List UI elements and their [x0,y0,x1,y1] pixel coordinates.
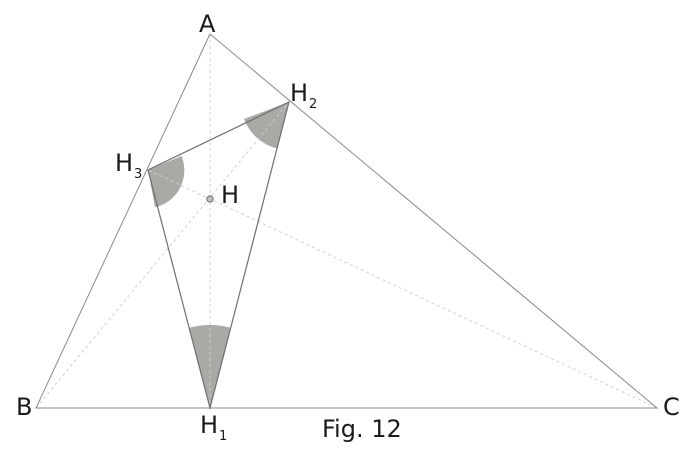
triangle-abc [35,33,659,409]
label-h3: H3 [115,149,142,182]
altitude-c-h3 [147,169,658,409]
angle-mark-h2 [244,102,289,149]
label-h1: H1 [200,411,227,444]
orthocenter-point [206,195,214,203]
label-h: H [221,181,239,209]
angle-mark-h3 [148,156,185,208]
label-b: B [16,393,32,421]
figure-caption: Fig. 12 [322,415,402,443]
altitude-b-h2 [35,101,290,409]
label-a: A [199,10,216,38]
label-c: C [663,393,680,421]
orthic-triangle [147,100,290,411]
label-h2: H2 [290,79,317,112]
